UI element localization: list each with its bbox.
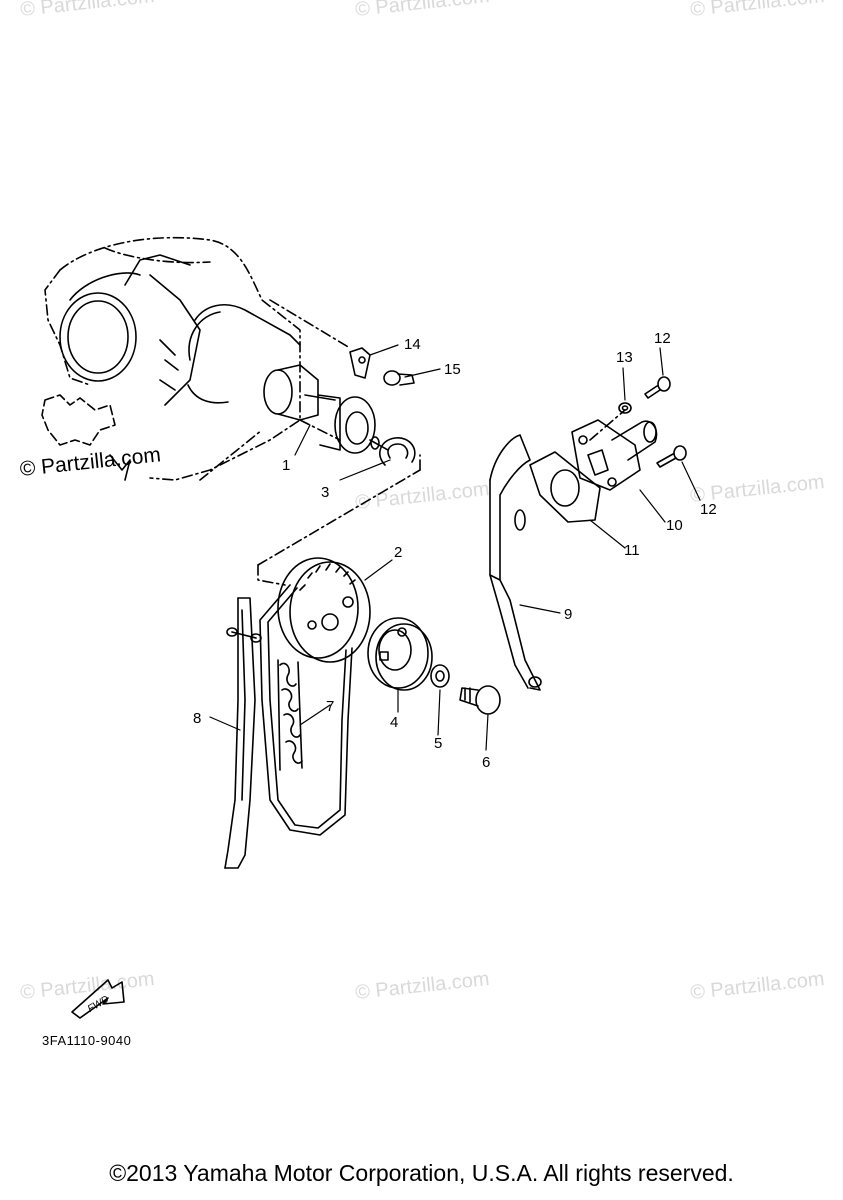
- gasket: [529, 451, 601, 523]
- part-label-3: 3: [321, 484, 329, 501]
- fwd-arrow-icon: [71, 979, 125, 1019]
- washer-13: [618, 402, 632, 414]
- bolt-12-lower: [656, 445, 687, 468]
- copyright-notice: ©2013 Yamaha Motor Corporation, U.S.A. A…: [109, 1160, 734, 1186]
- part-label-8: 8: [193, 710, 201, 727]
- washer-5: [430, 664, 450, 688]
- cam-sprocket: [277, 557, 371, 663]
- assembly-lines: [257, 409, 626, 586]
- cylinder-head-body: [41, 254, 301, 481]
- part-label-4: 4: [390, 714, 398, 731]
- part-label-2: 2: [394, 544, 402, 561]
- camshaft: [263, 364, 389, 454]
- part-label-6: 6: [482, 754, 490, 771]
- bolt-6: [459, 685, 501, 715]
- chain-guide: [489, 434, 542, 691]
- cam-chain: [277, 659, 303, 771]
- part-label-12-upper: 12: [654, 330, 671, 347]
- diagram-code: 3FA1110-9040: [42, 1033, 132, 1048]
- part-label-7: 7: [326, 698, 334, 715]
- sprocket-plate: [367, 617, 433, 691]
- bracket: [349, 347, 371, 379]
- bolt-12-upper: [644, 376, 671, 399]
- part-label-10: 10: [666, 517, 683, 534]
- part-label-1: 1: [282, 457, 290, 474]
- chain-guide-lower: [224, 597, 262, 869]
- part-label-15: 15: [444, 361, 461, 378]
- cam-chain-loop: [259, 584, 353, 836]
- part-label-11: 11: [624, 542, 640, 559]
- part-label-5: 5: [434, 735, 442, 752]
- part-label-13: 13: [616, 349, 633, 366]
- part-label-9: 9: [564, 606, 572, 623]
- part-label-12-lower: 12: [700, 501, 717, 518]
- circlip: [379, 437, 416, 466]
- bolt-15: [383, 370, 415, 386]
- leader-lines: [209, 344, 701, 751]
- part-label-14: 14: [404, 336, 421, 353]
- tensioner-assembly: [571, 419, 658, 491]
